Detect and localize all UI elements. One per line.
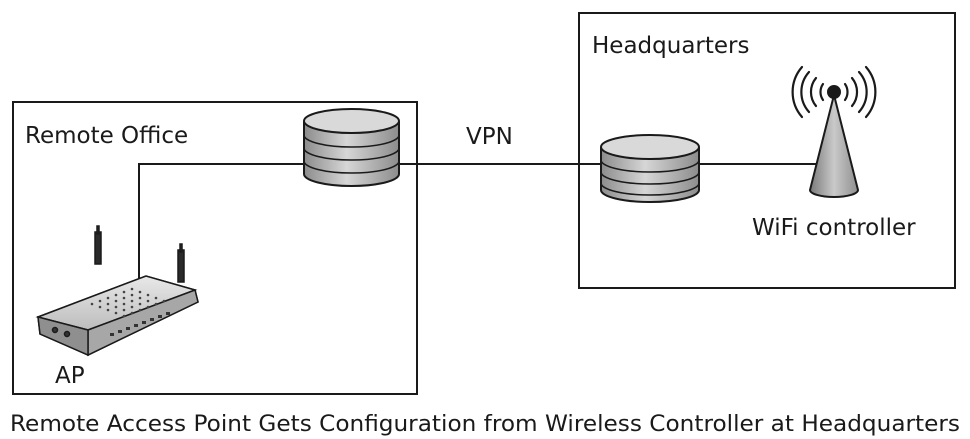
diagram-caption: Remote Access Point Gets Configuration f… [10, 412, 960, 437]
ap-label: AP [55, 363, 85, 389]
wifi-controller-tower-icon [791, 65, 877, 198]
ap-to-remote-router-line [138, 163, 304, 282]
connection-lines [138, 163, 820, 282]
vpn-label: VPN [466, 124, 513, 150]
access-point-icon [35, 225, 199, 357]
headquarters-box [578, 12, 956, 289]
headquarters-label: Headquarters [592, 33, 749, 59]
remote-router-icon [303, 108, 400, 187]
hq-router-icon [600, 134, 700, 203]
wifi-controller-label: WiFi controller [752, 215, 916, 241]
remote-office-box [12, 101, 418, 395]
remote-office-label: Remote Office [25, 123, 188, 149]
